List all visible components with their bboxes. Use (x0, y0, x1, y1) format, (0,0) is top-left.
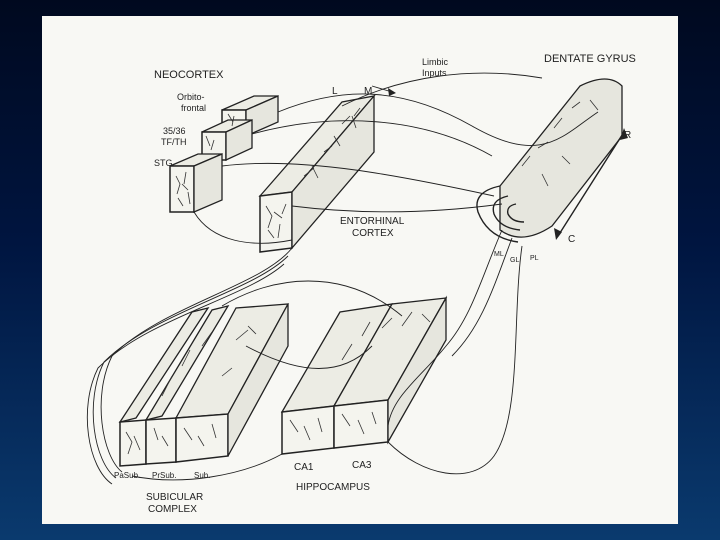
label-prsub: PrSub. (152, 471, 176, 480)
label-entorhinal-2: CORTEX (352, 228, 394, 239)
label-orbitofrontal-2: frontal (181, 103, 206, 113)
subicular-complex (120, 304, 288, 466)
label-limbic-1: Limbic (422, 57, 449, 67)
hippocampal-circuit-diagram: NEOCORTEX Orbito- frontal 35/36 TF/TH ST… (42, 16, 678, 524)
label-ml: ML (494, 251, 504, 258)
label-dentate-gyrus: DENTATE GYRUS (544, 53, 636, 65)
label-orbitofrontal-1: Orbito- (177, 92, 205, 102)
label-neocortex: NEOCORTEX (154, 69, 224, 81)
label-m: M (364, 86, 372, 97)
label-pl: PL (530, 255, 539, 262)
label-hippocampus: HIPPOCAMPUS (296, 482, 370, 493)
dentate-gyrus (477, 79, 628, 242)
hippocampus-blocks (282, 298, 446, 454)
label-limbic-2: Inputs (422, 68, 447, 78)
label-sub: Sub. (194, 471, 210, 480)
label-entorhinal-1: ENTORHINAL (340, 216, 405, 227)
label-pasub: PaSub. (114, 471, 140, 480)
diagram-panel: NEOCORTEX Orbito- frontal 35/36 TF/TH ST… (42, 16, 678, 524)
label-ca3: CA3 (352, 460, 372, 471)
label-stg: STG (154, 158, 173, 168)
label-ca1: CA1 (294, 462, 314, 473)
label-35-36: 35/36 (163, 126, 186, 136)
label-gl: GL (510, 257, 519, 264)
label-subicular-2: COMPLEX (148, 504, 197, 515)
label-l: L (332, 86, 338, 97)
label-r: R (624, 130, 631, 141)
label-subicular-1: SUBICULAR (146, 492, 203, 503)
label-tf-th: TF/TH (161, 137, 187, 147)
label-c: C (568, 234, 575, 245)
